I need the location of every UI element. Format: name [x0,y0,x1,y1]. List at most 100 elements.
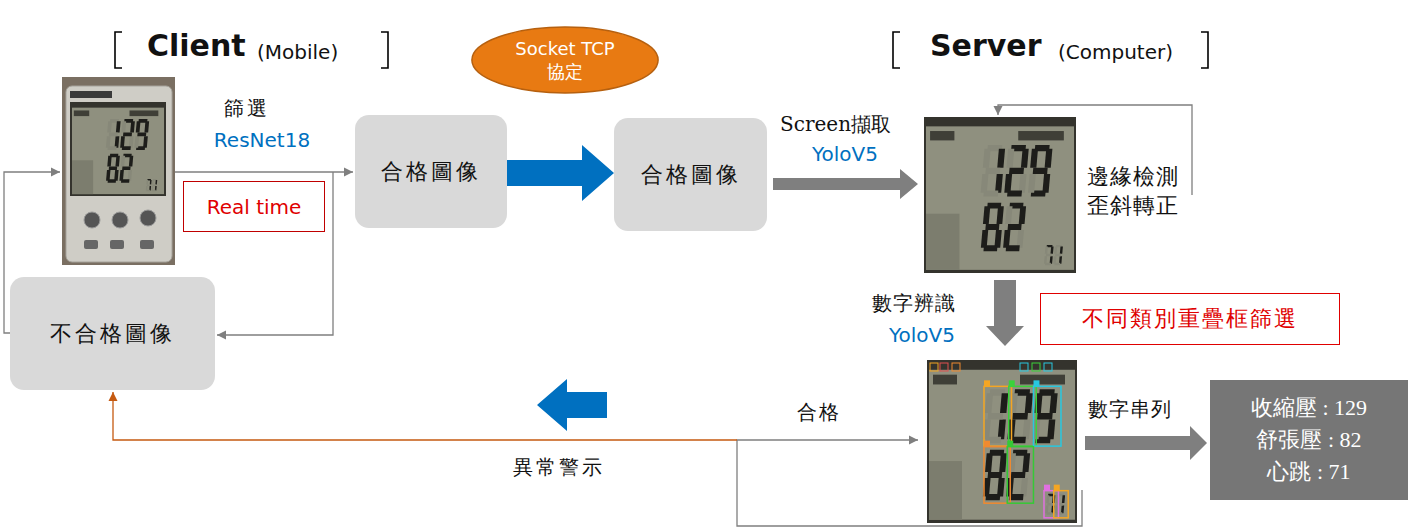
ellipse-shape [472,27,658,93]
node-text: 心跳 : 71 [1267,456,1350,488]
lcd-segment [147,184,151,185]
lcd-digit [1053,245,1063,265]
lcd-segment [988,472,1003,478]
lcd-segment [150,180,152,184]
screen-crop [924,117,1076,273]
node-text: 舒張壓 : 82 [1256,424,1361,456]
node-text: 收縮壓 : 129 [1251,392,1367,424]
meter-button [84,240,98,249]
lcd-panel [72,108,164,194]
meter-button [84,212,100,228]
lcd-segment [1045,246,1048,253]
step-label: 數字串列 [1088,397,1172,421]
lcd-segment [1047,419,1055,439]
detection-tag [1007,441,1013,447]
note-box: Real time [183,181,325,232]
lcd-segment [1042,174,1050,193]
step-label: 邊緣檢測 歪斜轉正 [1087,163,1179,220]
brand-strip [70,91,112,98]
lcd-segment [1019,206,1026,224]
transfer-arrow [507,145,614,201]
ellipse-outline [470,25,660,95]
lcd-segment [134,136,139,147]
wire [175,171,353,172]
lcd-digit [980,145,1005,196]
lcd-segment [1022,453,1030,472]
lcd-digit [981,203,1005,251]
section-heading: Client [147,28,246,64]
lcd-segment [985,224,999,230]
lcd-segment [1008,224,1022,230]
step-label: 篩選 [224,96,270,120]
detection-tag [1009,380,1015,386]
lcd-digit [134,119,149,150]
lcd-segment [981,174,989,193]
lcd-segment [1050,246,1053,253]
lcd-segment [1012,413,1028,419]
lcd-segment [129,136,134,147]
text-stack: Socket TCP 協定 [509,37,621,84]
step-label: Screen擷取 [780,112,891,136]
detection-image [927,360,1077,523]
lcd-segment [116,121,121,132]
detection-tag [1044,485,1050,491]
lcd-frame [70,102,166,196]
lcd-digit [1003,203,1027,251]
lcd-segment [1037,413,1053,419]
detection-tag [940,363,948,371]
lcd-segment [137,133,146,137]
lcd-segment [121,121,126,132]
lcd-panel [929,370,1075,520]
lcd-digit [1028,145,1053,196]
lcd-frame [924,117,1076,273]
model-label: YoloV5 [812,142,878,166]
node-text: 合格圖像 [381,157,481,187]
text-stack: Real time [207,195,302,219]
lcd-segment [1011,472,1026,478]
lcd-segment [119,170,123,181]
lcd-segment [1028,174,1036,193]
image-box: 合格圖像 [614,118,767,231]
lcd-panel [926,126,1074,270]
lcd-segment [1005,206,1012,224]
lcd-frame [927,360,1077,523]
lcd-segment [1054,246,1057,253]
lcd-segment [983,149,991,168]
text-stack: 不合格圖像 [50,319,175,349]
image-box: 合格圖像 [355,115,507,228]
meter-button [140,240,154,249]
step-label: 數字辨識 [872,291,956,315]
lcd-segment [1059,256,1062,263]
lcd-segment [144,121,149,132]
node-text: 合格圖像 [641,160,741,190]
alert-wire [113,392,737,440]
section-heading: Server [930,28,1041,64]
lcd-clock [130,110,159,116]
lcd-segment [151,186,153,190]
detection-tag [1033,380,1039,386]
lcd-segment [106,170,110,181]
text-stack: 收縮壓 : 129舒張壓 : 82心跳 : 71 [1251,392,1367,488]
lcd-segment [1025,393,1033,413]
lcd-segment [1022,419,1030,439]
lcd-segment [130,121,135,132]
lcd-clock [74,110,89,116]
detection-tag [984,441,990,447]
lcd-segment [998,419,1006,439]
lcd-segment [146,180,148,184]
lcd-clock [933,375,957,385]
lcd-segment [1009,168,1024,174]
result-box: 收縮壓 : 129舒張壓 : 82心跳 : 71 [1210,380,1408,500]
lcd-segment [1019,174,1027,193]
lcd-segment [122,167,130,170]
lcd-segment [997,149,1005,168]
lcd-segment [1053,256,1056,263]
flow-label: 合格 [797,400,841,424]
lcd-segment [143,136,148,147]
lcd-segment [115,156,119,167]
lcd-segment [999,453,1007,472]
lcd-segment [1055,254,1061,256]
lcd-segment [1021,149,1029,168]
